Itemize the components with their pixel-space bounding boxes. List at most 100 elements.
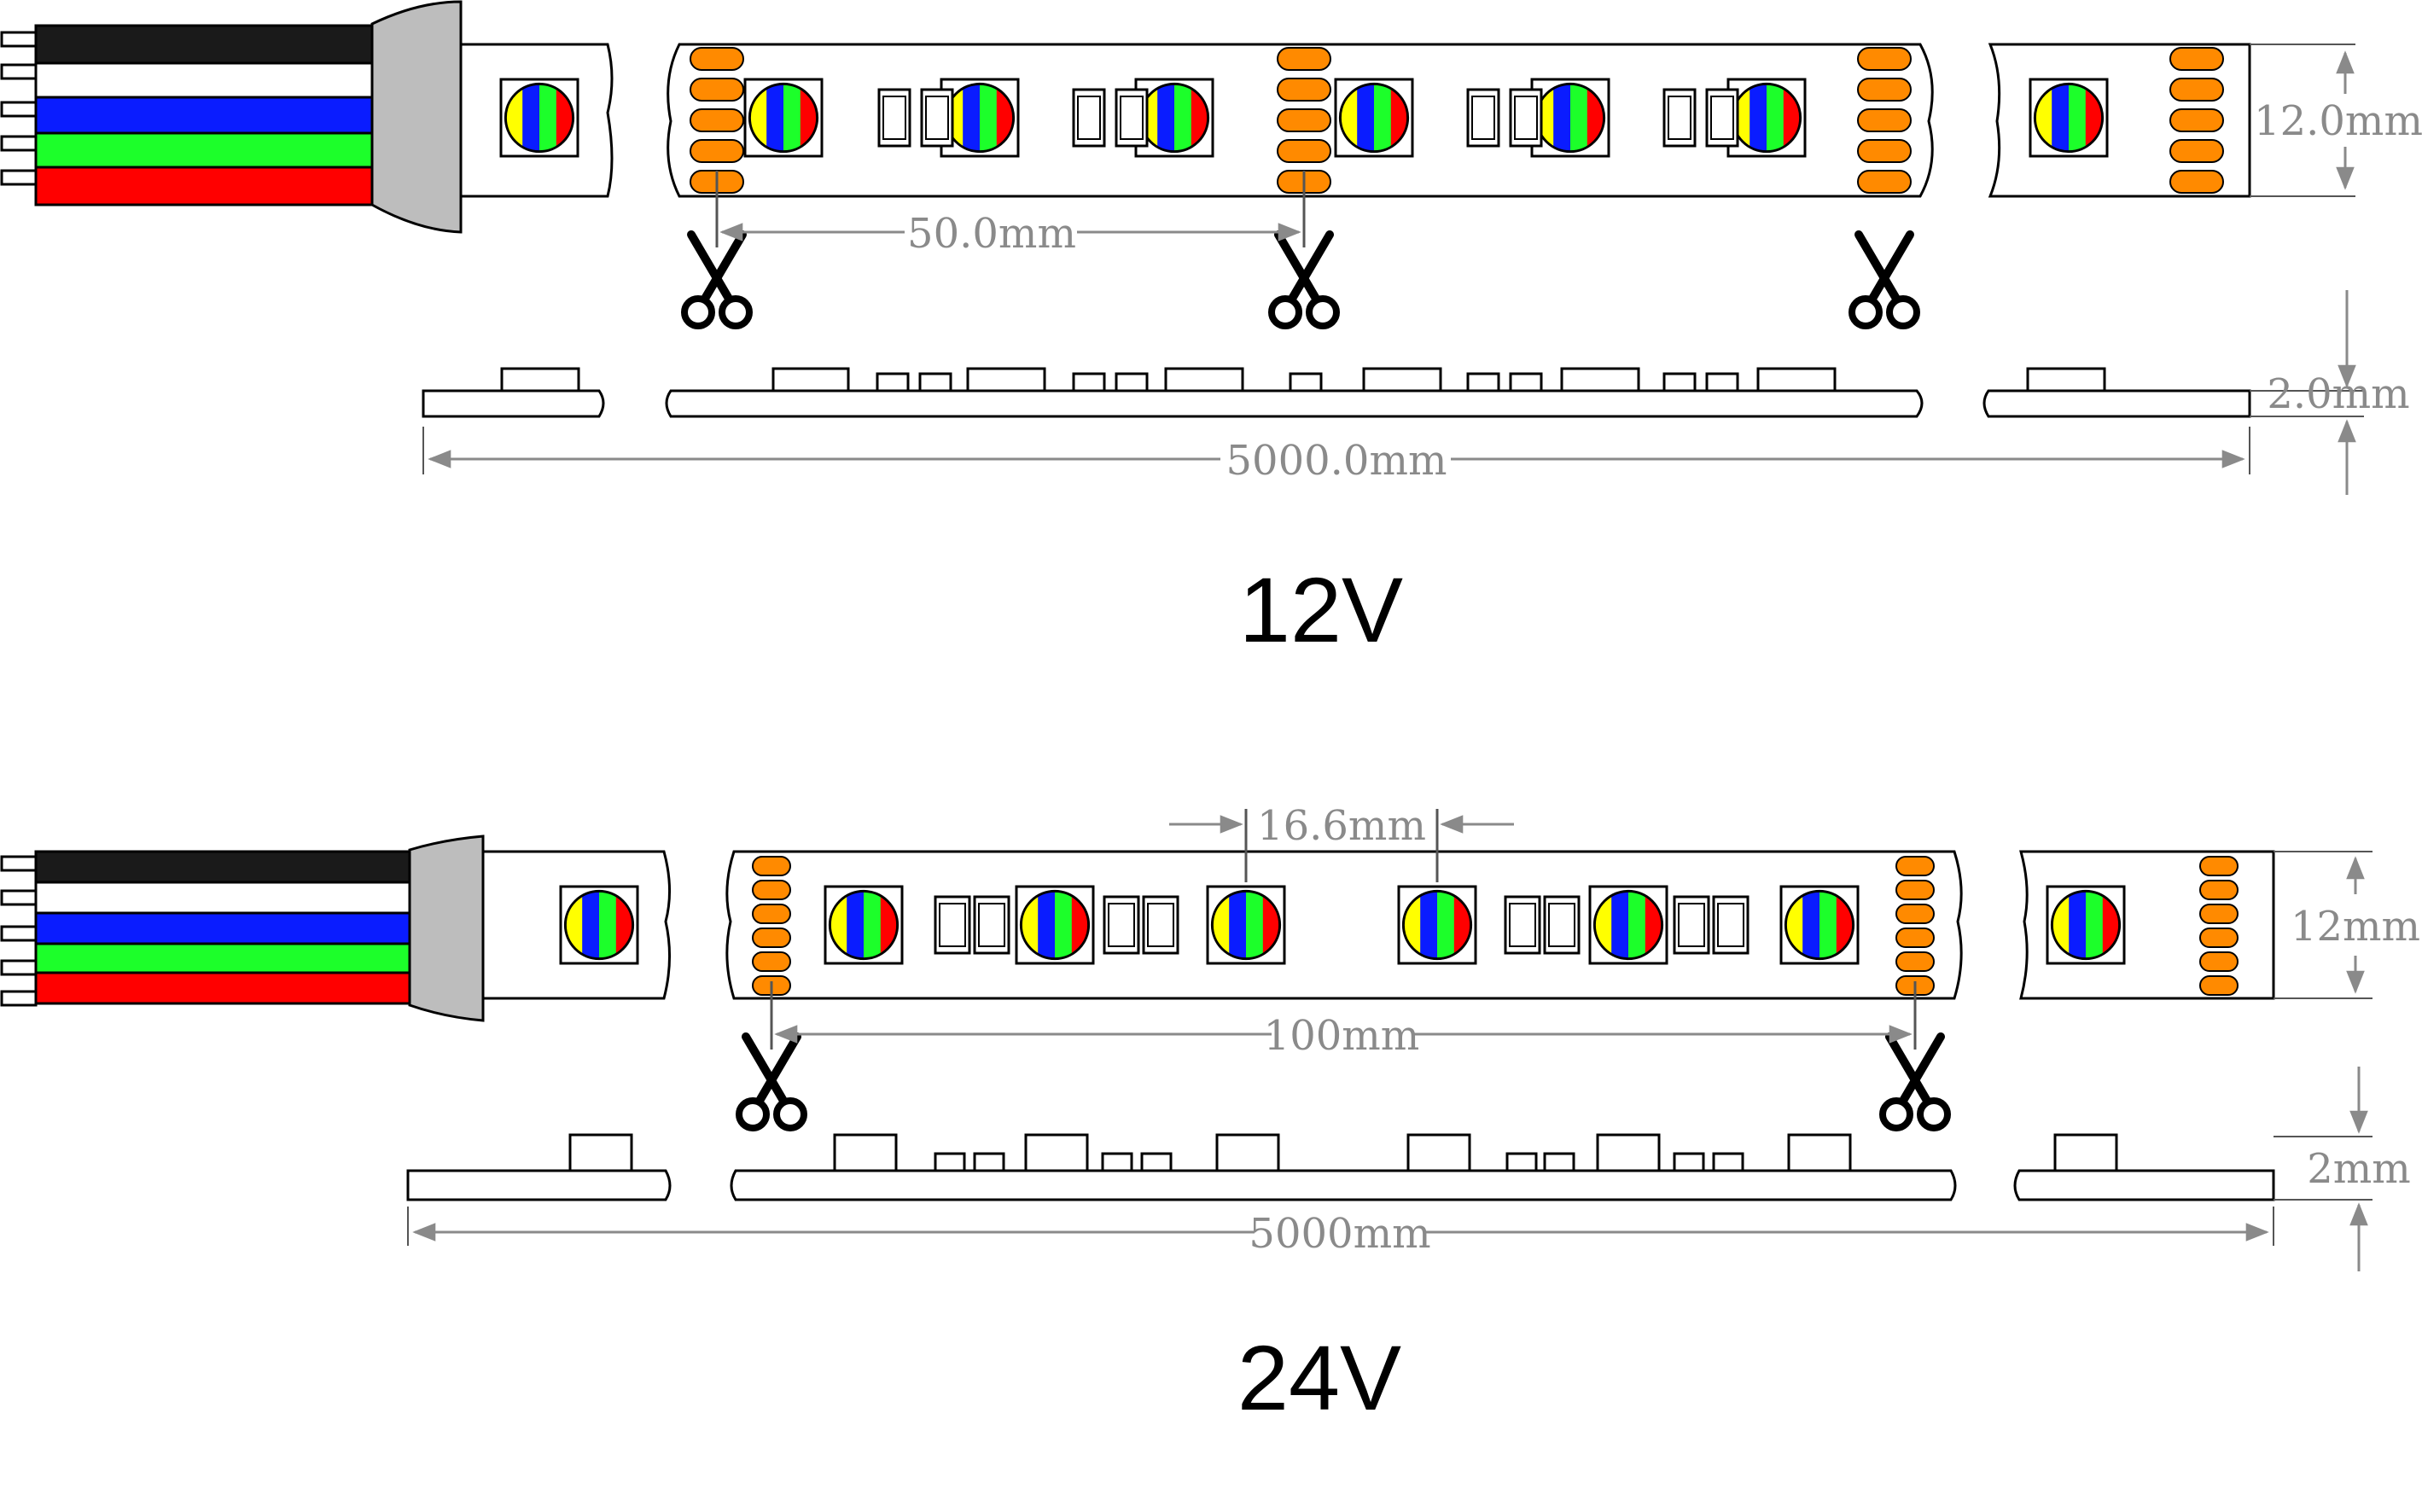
rgbw-led-icon bbox=[2046, 885, 2126, 965]
strip-segment-main bbox=[725, 850, 1963, 1000]
width-label-24v: 12mm bbox=[2291, 903, 2420, 951]
component-profile bbox=[1115, 372, 1149, 393]
connector-sleeve bbox=[370, 0, 463, 234]
wire-black bbox=[34, 850, 413, 884]
component-profile bbox=[1596, 1133, 1661, 1172]
rgbw-led-icon bbox=[940, 78, 1020, 158]
component-profile bbox=[1024, 1133, 1089, 1172]
component-profile bbox=[1289, 372, 1323, 393]
profile-right bbox=[2013, 1169, 2275, 1201]
resistor-icon bbox=[1543, 895, 1581, 955]
rgbw-led-icon bbox=[1726, 78, 1807, 158]
resistor-icon bbox=[1142, 895, 1179, 955]
component-profile bbox=[2053, 1133, 2118, 1172]
resistor-icon bbox=[973, 895, 1010, 955]
component-profile bbox=[1505, 1152, 1538, 1172]
strip-components-12v bbox=[499, 47, 2224, 194]
component-profile bbox=[771, 367, 850, 393]
resistor-icon bbox=[1509, 88, 1543, 148]
component-profile bbox=[1662, 372, 1697, 393]
component-profile bbox=[1756, 367, 1837, 393]
profile-left bbox=[406, 1169, 672, 1201]
component-profile bbox=[1215, 1133, 1280, 1172]
total-length-label-24v: 5000mm bbox=[1249, 1210, 1430, 1258]
component-profile bbox=[1712, 1152, 1744, 1172]
thickness-label-12v: 2.0mm bbox=[2267, 370, 2409, 418]
scissors-icon bbox=[684, 235, 749, 326]
width-label-12v: 12.0mm bbox=[2254, 97, 2422, 145]
component-profile bbox=[1164, 367, 1244, 393]
component-profile bbox=[568, 1133, 633, 1172]
resistor-icon bbox=[934, 895, 971, 955]
wire-green bbox=[34, 942, 413, 974]
resistor-icon bbox=[1103, 895, 1140, 955]
rgbw-led-icon bbox=[824, 885, 904, 965]
wire-blue bbox=[34, 911, 413, 945]
component-profile bbox=[1406, 1133, 1471, 1172]
scissors-icon bbox=[1272, 235, 1336, 326]
strip-components-24v bbox=[559, 856, 2239, 996]
resistor-icon bbox=[1115, 88, 1149, 148]
resistor-icon bbox=[1705, 88, 1739, 148]
cut-length-label-12v: 50.0mm bbox=[907, 210, 1076, 258]
profile-components-12v bbox=[500, 367, 2106, 393]
thickness-label-24v: 2mm bbox=[2307, 1145, 2411, 1193]
resistor-icon bbox=[1673, 895, 1710, 955]
solder-pad-icon bbox=[2169, 47, 2224, 194]
rgbw-led-icon bbox=[1530, 78, 1610, 158]
total-length-label-12v: 5000.0mm bbox=[1226, 437, 1447, 485]
resistor-icon bbox=[877, 88, 911, 148]
wire-white bbox=[34, 881, 413, 915]
led-pitch-label-24v: 16.6mm bbox=[1257, 802, 1426, 850]
resistor-icon bbox=[920, 88, 954, 148]
profile-components-24v bbox=[568, 1133, 2118, 1172]
component-profile bbox=[1509, 372, 1543, 393]
wire-red bbox=[34, 971, 413, 1005]
profile-right bbox=[1982, 389, 2251, 418]
cut-length-label-24v: 100mm bbox=[1264, 1012, 1420, 1060]
section-12v: 50.0mm 12.0mm 2.0mm 5000.0mm 12V bbox=[0, 0, 2422, 661]
profile-main bbox=[730, 1169, 1957, 1201]
component-profile bbox=[2026, 367, 2106, 393]
scissors-icon bbox=[1883, 1037, 1947, 1128]
resistor-icon bbox=[1504, 895, 1541, 955]
resistor-icon bbox=[1072, 88, 1106, 148]
solder-pad-icon bbox=[2199, 856, 2239, 996]
rgbw-led-icon bbox=[1015, 885, 1095, 965]
profile-main bbox=[665, 389, 1924, 418]
scissors-icon bbox=[739, 1037, 804, 1128]
rgbw-led-icon bbox=[2029, 78, 2109, 158]
scissors-icon bbox=[1852, 235, 1917, 326]
rgbw-led-icon bbox=[1334, 78, 1414, 158]
component-profile bbox=[1787, 1133, 1852, 1172]
wire-green bbox=[34, 131, 379, 169]
voltage-label-24v: 24V bbox=[1237, 1326, 1401, 1429]
rgbw-led-icon bbox=[743, 78, 824, 158]
wire-blue bbox=[34, 96, 379, 135]
component-profile bbox=[1673, 1152, 1705, 1172]
component-profile bbox=[1362, 367, 1442, 393]
profile-left bbox=[422, 389, 605, 418]
wire-black bbox=[34, 24, 379, 65]
component-profile bbox=[1560, 367, 1640, 393]
component-profile bbox=[1101, 1152, 1133, 1172]
wire-white bbox=[34, 61, 379, 99]
component-profile bbox=[1543, 1152, 1575, 1172]
wire-bundle-12v bbox=[0, 0, 463, 234]
component-profile bbox=[918, 372, 952, 393]
rgbw-led-icon bbox=[559, 885, 639, 965]
component-profile bbox=[833, 1133, 898, 1172]
wire-bundle-24v bbox=[0, 835, 485, 1022]
component-profile bbox=[1705, 372, 1739, 393]
rgbw-led-icon bbox=[1206, 885, 1286, 965]
rgbw-led-icon bbox=[1397, 885, 1477, 965]
rgbw-led-icon bbox=[1588, 885, 1668, 965]
resistor-icon bbox=[1466, 88, 1500, 148]
resistor-icon bbox=[1662, 88, 1697, 148]
resistor-icon bbox=[1712, 895, 1750, 955]
wire-red bbox=[34, 166, 379, 206]
component-profile bbox=[1072, 372, 1106, 393]
component-profile bbox=[1466, 372, 1500, 393]
solder-pad-icon bbox=[1857, 47, 1912, 194]
